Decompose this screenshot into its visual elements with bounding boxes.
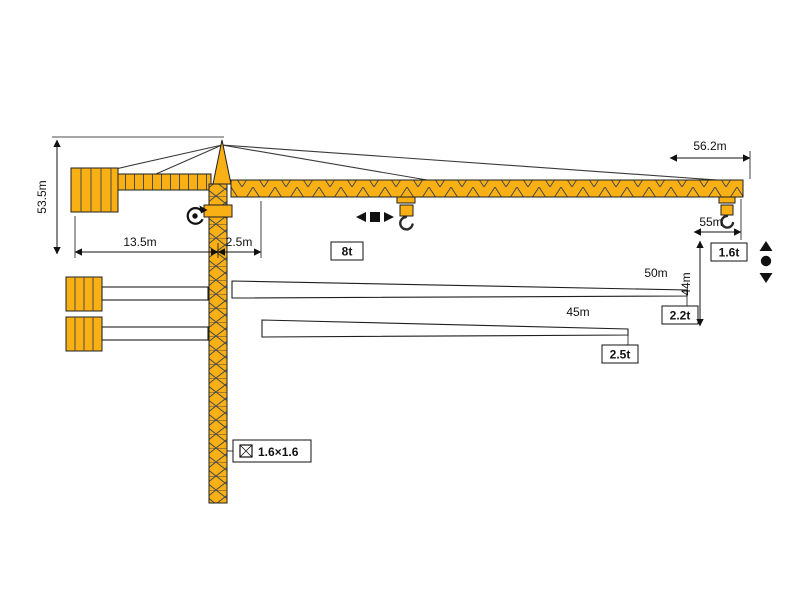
tower-crane-elevation: [70, 139, 773, 504]
pendant-front-outer: [221, 144, 732, 182]
variant50-slab-lines: [74, 277, 94, 311]
dim-hook-height-label: 44m: [679, 272, 693, 295]
slew-arc-icon: [186, 207, 204, 225]
pendant-rear-inner: [155, 144, 223, 175]
dim-tip-radius-label: 55m: [699, 215, 722, 229]
slewing-icon: [186, 205, 208, 225]
variant45-load-box: [601, 344, 639, 364]
hook-icon-mid: [399, 215, 414, 231]
pendant-front-inner: [221, 144, 434, 182]
mast-cross-section-icon-braces: [239, 444, 253, 458]
slew-center-dot-icon: [192, 213, 198, 219]
trolley-hook-mid: [396, 196, 416, 231]
max-load-box: [330, 241, 364, 261]
jib-variant-50m-row: 50m 2.2t: [65, 266, 699, 325]
dim-overall-label: 56.2m: [693, 139, 726, 153]
hook-travel-icon: [759, 241, 773, 283]
trolley-hook-tip: [718, 196, 736, 229]
variant50-load-label: 2.2t: [670, 309, 691, 323]
hoist-up-arrow-icon: [759, 241, 773, 251]
tip-load-label: 1.6t: [719, 246, 740, 260]
slew-arrowhead-icon: [199, 205, 208, 214]
variant45-counterjib-bar: [101, 326, 209, 341]
counterweight-slab-lines: [80, 168, 112, 212]
hoist-down-arrow-icon: [759, 273, 773, 283]
variant45-load-label: 2.5t: [610, 348, 631, 362]
variant45-jib-bar: [261, 319, 629, 338]
mast-section-label: 1.6×1.6: [258, 445, 299, 459]
dimension-annotations: 53.5m 13.5m 2.5m 56.2m 55m 44m: [35, 136, 751, 327]
variant45-slab-lines: [74, 317, 94, 351]
jib: [230, 179, 744, 198]
mast-cross-section-icon: [239, 444, 253, 458]
hook-icon-tip: [720, 214, 735, 229]
counterweight-block: [70, 167, 119, 213]
jib-variant-45m-row: 45m 2.5t: [65, 305, 639, 364]
trolley-mid: [396, 196, 416, 204]
trolley-right-arrow-icon: [384, 212, 394, 222]
trolley-left-arrow-icon: [356, 212, 366, 222]
variant50-jib-bar: [231, 280, 688, 299]
mast-section-callout: 1.6×1.6: [227, 439, 312, 463]
variant45-length-label: 45m: [566, 305, 589, 319]
dim-counterjib-label: 13.5m: [123, 235, 156, 249]
dim-offset-label: 2.5m: [226, 235, 253, 249]
mast: [208, 183, 228, 504]
slewing-unit: [203, 204, 233, 218]
max-load-label: 8t: [342, 245, 353, 259]
variant50-counterjib-bar: [101, 286, 209, 301]
load-labels: 8t 1.6t: [330, 241, 748, 262]
trolley-travel-icon: [356, 212, 394, 222]
trolley-tip: [718, 196, 736, 204]
variant50-length-label: 50m: [644, 266, 667, 280]
hook-block-tip: [720, 204, 734, 216]
hook-block-mid: [399, 204, 414, 217]
trolley-square-icon: [370, 212, 380, 222]
hoist-ball-icon: [760, 255, 772, 267]
tip-load-box: [710, 242, 748, 262]
dim-height-label: 53.5m: [35, 180, 49, 213]
